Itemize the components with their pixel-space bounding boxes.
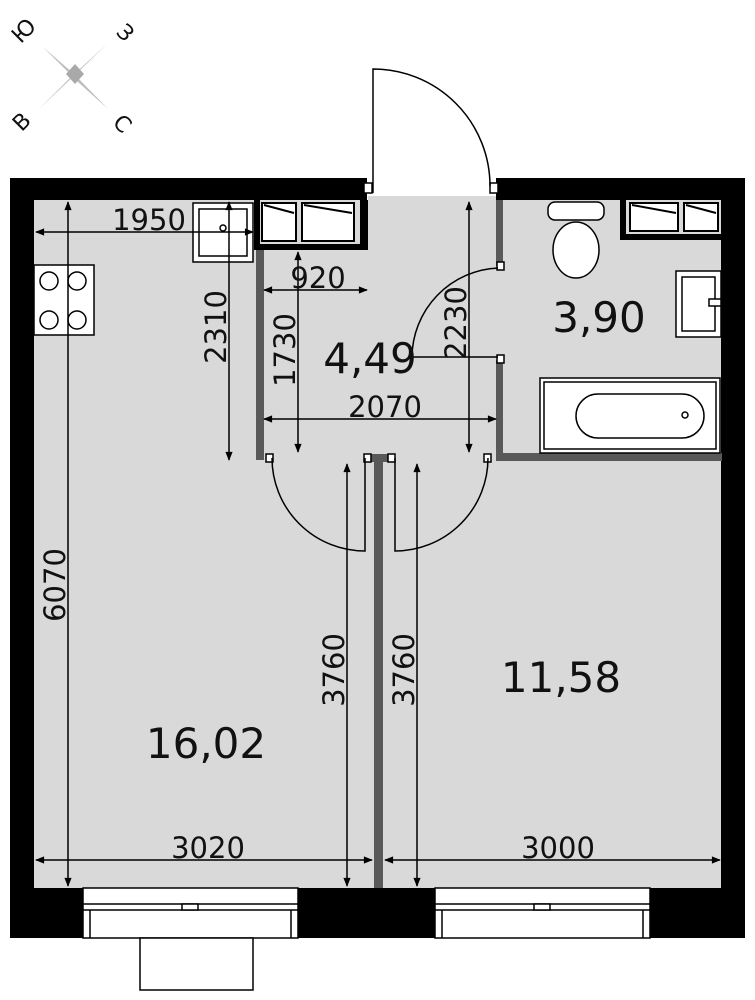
bathtub-drain	[681, 411, 689, 419]
balcony	[139, 937, 254, 991]
dim-kitchen-depth-label: 2310	[199, 290, 233, 364]
partitions	[256, 200, 722, 888]
living-room-door	[271, 457, 366, 552]
fixtures	[33, 201, 722, 454]
wall-bottom-middle	[298, 888, 435, 938]
wall-left	[10, 178, 34, 938]
washbasin-bowl	[681, 276, 716, 332]
toilet-tank	[547, 201, 605, 221]
partition-rooms	[374, 458, 383, 888]
bathroom-door	[411, 267, 499, 358]
dim-kitchen-width-label: 1950	[112, 203, 186, 237]
dim-living-partition-label: 3760	[317, 633, 351, 707]
wall-bottom-right	[650, 888, 745, 938]
jamb	[496, 354, 505, 364]
wall-top-right	[496, 178, 745, 200]
wall-closet-bottom	[254, 244, 368, 250]
wall-bottom-left	[10, 888, 83, 938]
compass-south-label: Ю	[7, 14, 41, 48]
room-areas: 16,02 4,49 3,90 11,58	[146, 293, 646, 768]
toilet-icon	[552, 221, 600, 279]
window-handle	[181, 903, 199, 911]
jamb	[496, 261, 505, 271]
vent-shaft-3	[629, 202, 679, 232]
burner	[39, 310, 59, 330]
hallway-area: 4,49	[323, 334, 417, 383]
vent-slant-2	[303, 204, 353, 214]
jamb	[489, 182, 499, 194]
vent-shaft-4	[683, 202, 719, 232]
living-room-area: 16,02	[146, 719, 266, 768]
compass-west-label: З	[111, 20, 139, 48]
window-bedroom	[434, 887, 651, 939]
washbasin-tap	[708, 298, 722, 307]
partition-hall-left	[256, 250, 264, 460]
doors	[271, 68, 499, 552]
bedroom-area: 11,58	[501, 653, 621, 702]
jamb	[265, 453, 274, 463]
wall-top-left	[10, 178, 367, 200]
dim-hallway-width-label: 2070	[348, 390, 422, 424]
dim-bedroom-width-label: 3000	[521, 831, 595, 865]
wall-bathroom-window-bottom	[620, 234, 722, 240]
vent-slant-4	[685, 204, 717, 214]
wall-right	[721, 178, 745, 938]
compass: Ю З В С	[7, 14, 138, 139]
wall-closet-right	[360, 200, 368, 250]
window-living-room	[82, 887, 299, 939]
bedroom-door	[394, 457, 489, 552]
window-handle	[533, 903, 551, 911]
partition-hall-bottom-stub	[368, 454, 390, 462]
bathtub-basin	[575, 393, 705, 439]
entrance-door	[372, 68, 491, 193]
dimension-labels: 1950 2310 920 1730 2070 2230 6070 3760 3…	[38, 203, 595, 865]
vent-shafts	[261, 202, 719, 242]
jamb	[363, 182, 373, 194]
dim-closet-depth-label: 1730	[268, 313, 302, 387]
vent-slant-1	[263, 204, 295, 214]
compass-rose-center	[66, 64, 84, 84]
kitchen-tap	[219, 224, 227, 232]
hallway-entrance-floor	[368, 196, 498, 202]
compass-east-label: В	[8, 108, 36, 136]
dim-bedroom-partition-label: 3760	[387, 633, 421, 707]
vent-slant-3	[631, 204, 677, 214]
burner	[67, 271, 87, 291]
dim-bathroom-depth-label: 2230	[439, 286, 473, 360]
dim-closet-width-label: 920	[290, 261, 345, 295]
jamb	[363, 453, 372, 463]
outer-walls	[10, 178, 745, 938]
dim-living-length-label: 6070	[38, 548, 72, 622]
burner	[67, 310, 87, 330]
jamb	[387, 453, 396, 463]
windows	[82, 887, 651, 991]
dimension-lines	[35, 201, 721, 887]
burner	[39, 271, 59, 291]
partition-bath-bottom	[496, 453, 722, 461]
wall-closet-left	[254, 200, 260, 250]
wall-bathroom-window-left	[620, 200, 626, 240]
partition-bath-left-top	[496, 200, 503, 266]
partition-bath-left-bottom	[496, 360, 503, 460]
bathroom-area: 3,90	[552, 293, 646, 342]
dim-living-width-label: 3020	[171, 831, 245, 865]
compass-north-label: С	[107, 110, 136, 139]
